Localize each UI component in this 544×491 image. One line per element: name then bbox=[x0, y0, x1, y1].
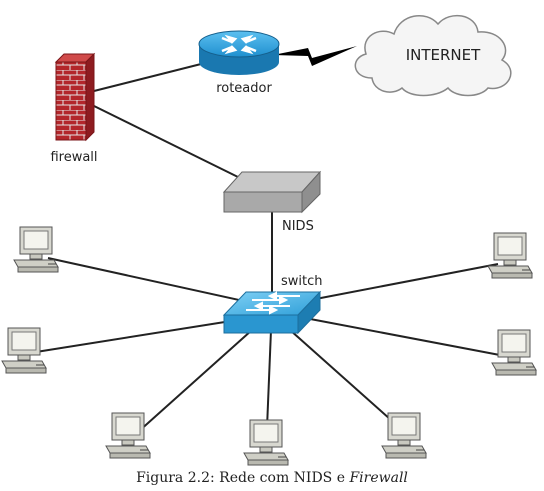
brick-wall-icon bbox=[54, 52, 96, 142]
cloud-icon bbox=[354, 14, 512, 97]
link-switch-pc-5 bbox=[289, 329, 401, 429]
caption-emphasis: Firewall bbox=[349, 470, 408, 486]
link-switch-pc-4 bbox=[266, 329, 272, 429]
computer-icon bbox=[381, 412, 427, 459]
nids-label: NIDS bbox=[282, 219, 314, 234]
server-box-icon bbox=[222, 170, 322, 214]
lightning-link bbox=[273, 46, 357, 66]
link-firewall-nids bbox=[91, 104, 241, 179]
switch-label: switch bbox=[281, 274, 323, 289]
caption-prefix: Figura 2.2: Rede com NIDS e bbox=[136, 470, 350, 486]
figure-caption: Figura 2.2: Rede com NIDS e Firewall bbox=[0, 470, 544, 486]
computer-icon bbox=[491, 329, 537, 376]
computer-icon bbox=[1, 327, 47, 374]
router-icon bbox=[198, 30, 280, 75]
firewall-label: firewall bbox=[50, 150, 97, 165]
computer-icon bbox=[105, 412, 151, 459]
router-label: roteador bbox=[216, 81, 272, 96]
link-switch-pc-6 bbox=[304, 317, 506, 357]
link-switch-pc-7 bbox=[299, 263, 499, 303]
link-switch-pc-3 bbox=[137, 329, 253, 433]
computer-icon bbox=[487, 232, 533, 279]
link-firewall-router bbox=[89, 62, 206, 93]
link-switch-pc-2 bbox=[35, 317, 251, 353]
link-switch-pc-1 bbox=[47, 257, 263, 306]
computer-icon bbox=[243, 419, 289, 466]
internet-label: INTERNET bbox=[406, 46, 481, 64]
computer-icon bbox=[13, 226, 59, 273]
network-switch-icon bbox=[222, 290, 322, 335]
links bbox=[35, 62, 506, 433]
